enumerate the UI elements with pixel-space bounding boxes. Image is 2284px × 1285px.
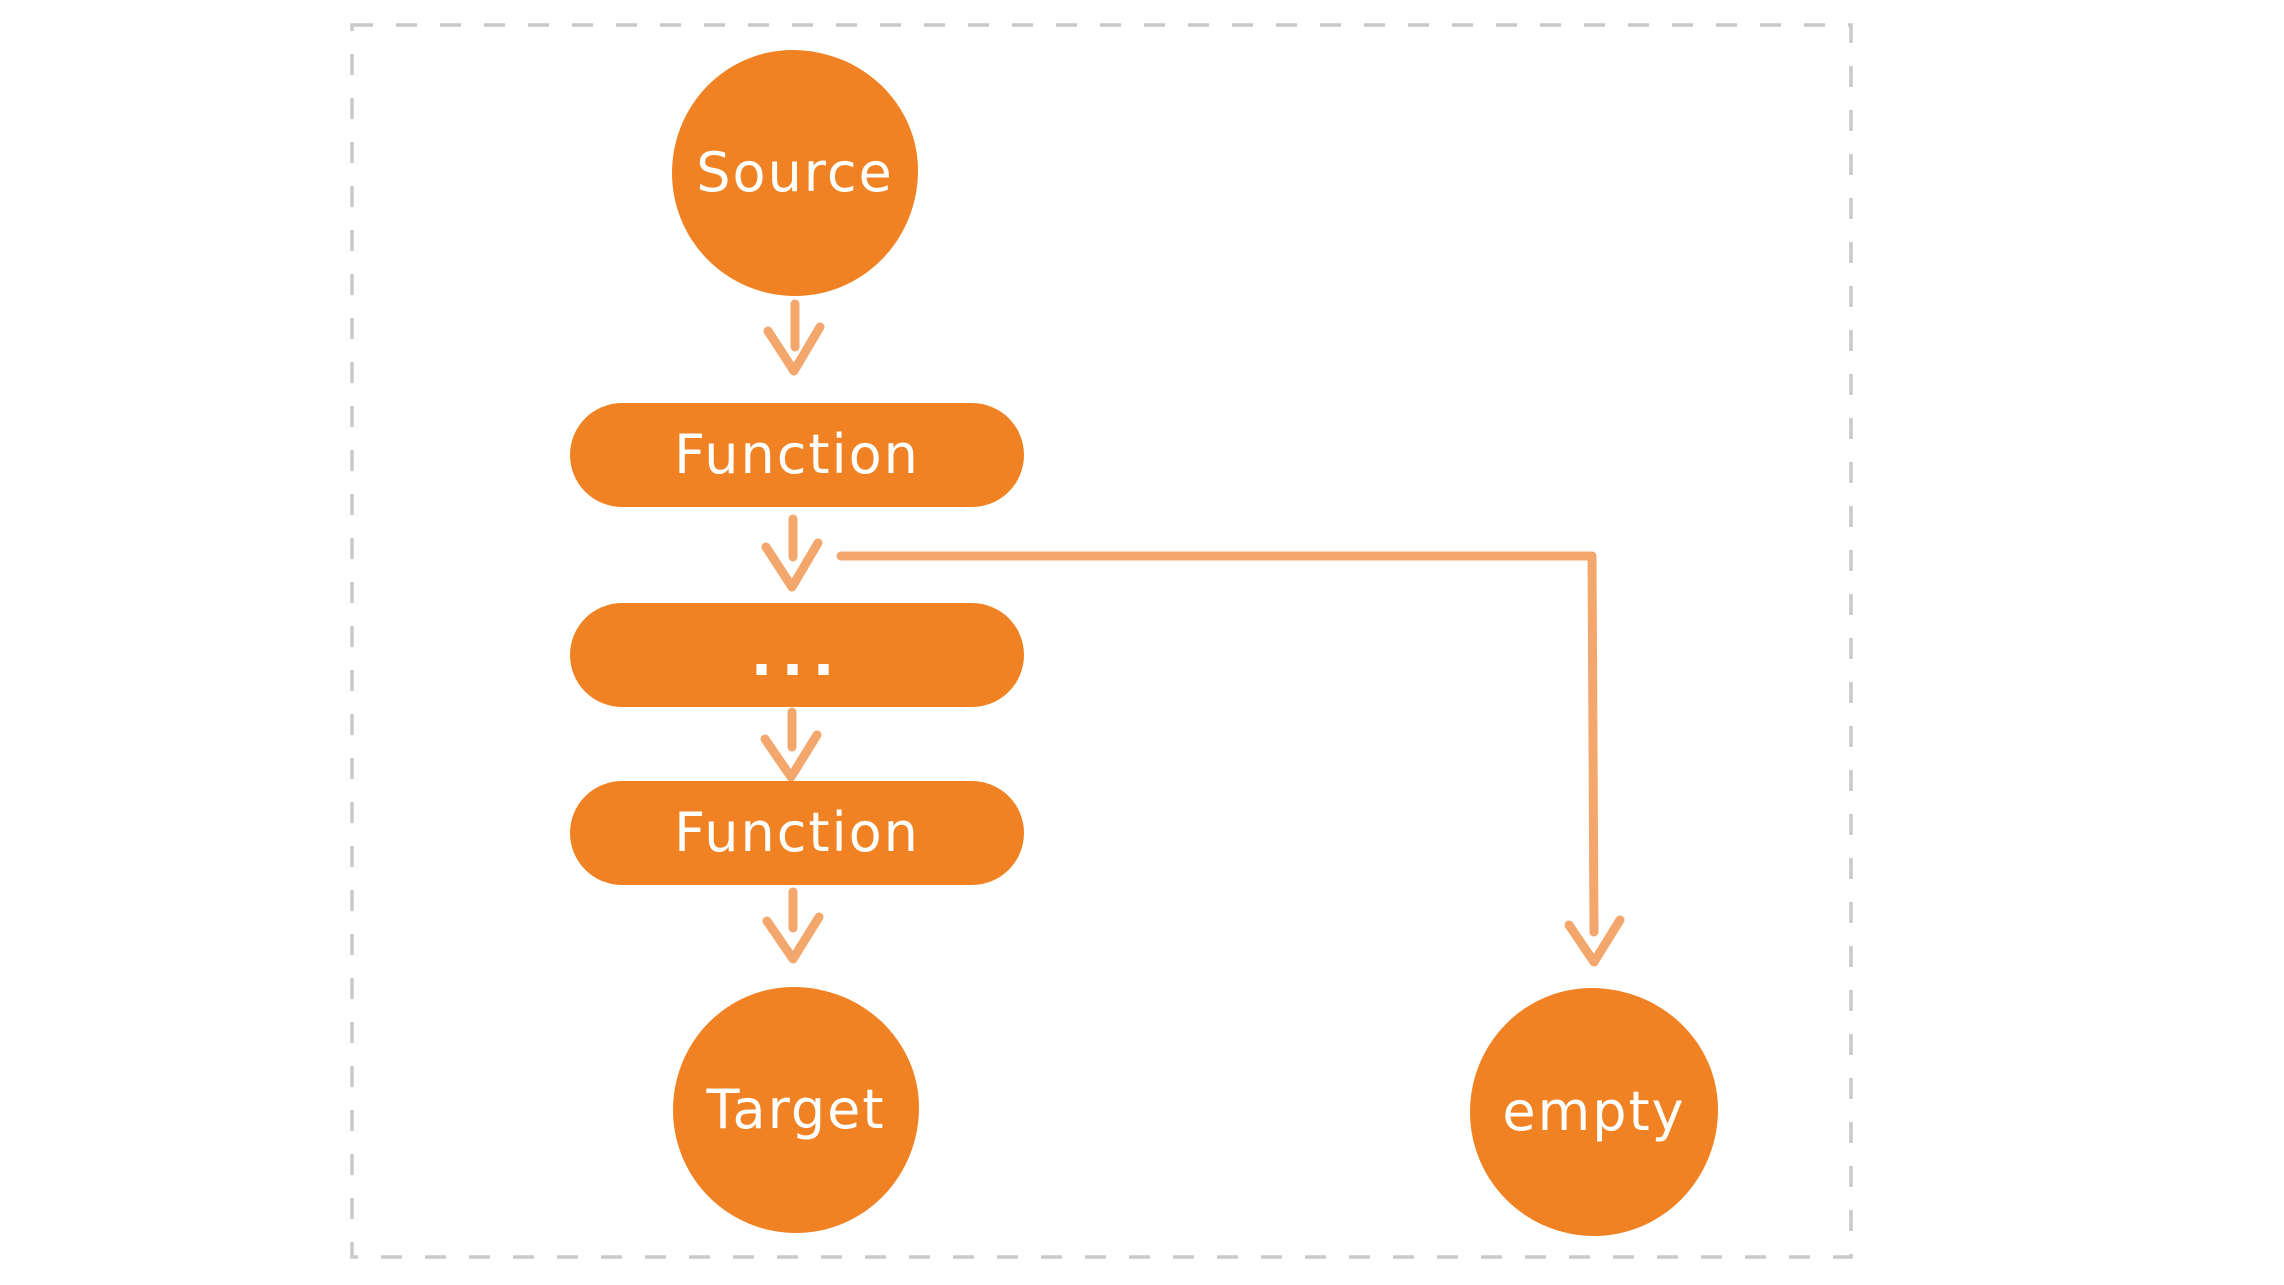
function-top-node: Function xyxy=(570,403,1024,507)
target-node-label: Target xyxy=(706,1078,886,1141)
source-node: Source xyxy=(672,50,918,296)
arrow-function-to-empty xyxy=(836,551,1625,967)
ellipsis-node: ... xyxy=(570,603,1024,707)
arrow-function-to-target xyxy=(762,887,824,964)
ellipsis-node-label: ... xyxy=(750,621,844,689)
arrow-source-to-function xyxy=(763,299,825,376)
empty-node-label: empty xyxy=(1502,1080,1686,1143)
empty-node: empty xyxy=(1470,988,1718,1236)
target-node: Target xyxy=(673,987,919,1233)
arrow-function-to-ellipsis xyxy=(761,514,823,592)
function-bottom-node-label: Function xyxy=(674,801,920,864)
dashed-border xyxy=(350,23,1853,1259)
function-bottom-node: Function xyxy=(570,781,1024,885)
source-node-label: Source xyxy=(696,141,894,204)
arrow-ellipsis-to-function xyxy=(760,707,822,782)
function-top-node-label: Function xyxy=(674,423,920,486)
